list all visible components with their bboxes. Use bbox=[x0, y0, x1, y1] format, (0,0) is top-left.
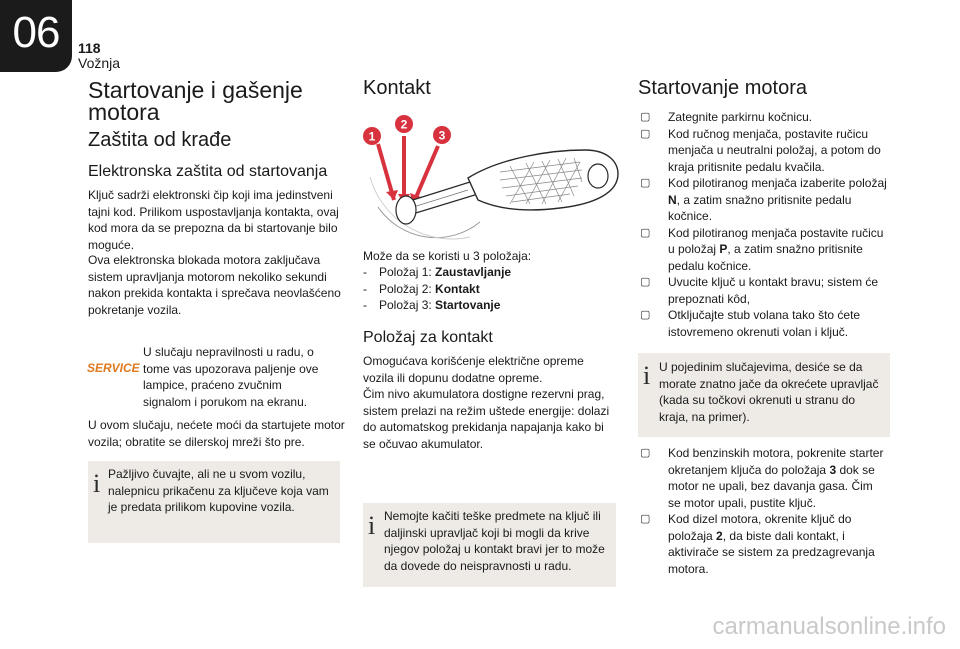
starting-engine-title: Startovanje motora bbox=[638, 77, 807, 99]
ignition-key-illustration: 1 2 3 bbox=[363, 115, 619, 240]
list-item: -Položaj 1: Zaustavljanje bbox=[363, 265, 512, 279]
info-box-keychain: i Nemojte kačiti teške predmete na ključ… bbox=[363, 503, 616, 587]
positions-intro: Može da se koristi u 3 položaja: bbox=[363, 249, 532, 263]
info-box-text: Pažljivo čuvajte, ali ne u svom vozilu, … bbox=[108, 467, 329, 514]
info-box-steering: i U pojedinim slučajevima, desiće se da … bbox=[638, 353, 890, 437]
contact-position-title: Položaj za kontakt bbox=[363, 329, 493, 346]
paragraph-chip: Ključ sadrži elektronski čip koji ima je… bbox=[88, 188, 339, 252]
list-item: ▢Kod ručnog menjača, postavite ručicu me… bbox=[640, 126, 881, 174]
position-3-label: 3 bbox=[439, 129, 446, 143]
list-item: ▢Kod pilotiranog menjača izaberite polož… bbox=[640, 176, 887, 223]
key-ring-hole bbox=[587, 163, 609, 189]
arrow-position-3 bbox=[412, 145, 440, 203]
info-icon: i bbox=[368, 511, 376, 540]
service-warning-text: U slučaju nepravilnosti u radu, o tome v… bbox=[143, 345, 319, 409]
info-box-text: Nemojte kačiti teške predmete na ključ i… bbox=[384, 509, 605, 573]
arrow-head-1 bbox=[386, 190, 398, 200]
subsection-title: Elektronska zaštita od startovanja bbox=[88, 163, 328, 180]
guide-arc-outer bbox=[369, 176, 471, 240]
checkbox-icon: ▢ bbox=[640, 276, 651, 288]
info-box-keytag: i Pažljivo čuvajte, ali ne u svom vozilu… bbox=[88, 461, 340, 543]
start-steps-list: ▢Zategnite parkirnu kočnicu. ▢Kod ručnog… bbox=[638, 109, 888, 340]
section-subtitle: Zaštita od krađe bbox=[88, 129, 232, 151]
list-item: -Položaj 2: Kontakt bbox=[363, 281, 480, 296]
list-item: ▢Uvucite ključ u kontakt bravu; sistem ć… bbox=[640, 275, 879, 306]
checkbox-icon: ▢ bbox=[640, 447, 651, 459]
checkbox-icon: ▢ bbox=[640, 111, 651, 123]
checkbox-icon: ▢ bbox=[640, 309, 651, 321]
paragraph-battery: Čim nivo akumulatora dostigne rezervni p… bbox=[363, 387, 610, 451]
position-1-badge bbox=[363, 127, 381, 145]
watermark: carmanualsonline.info bbox=[712, 613, 946, 640]
checkbox-icon: ▢ bbox=[640, 226, 651, 239]
key-groove bbox=[409, 189, 469, 209]
paragraph-accessories: Omogućava korišćenje električne opreme v… bbox=[363, 354, 584, 385]
list-item: ▢Kod benzinskih motora, pokrenite starte… bbox=[640, 446, 884, 510]
checkbox-icon: ▢ bbox=[640, 513, 651, 525]
list-item: ▢Kod dizel motora, okrenite ključ do pol… bbox=[640, 512, 875, 576]
positions-list: -Položaj 1: Zaustavljanje -Položaj 2: Ko… bbox=[363, 264, 613, 314]
info-icon: i bbox=[643, 361, 651, 390]
list-item: ▢Otključajte stub volana tako što ćete i… bbox=[640, 308, 861, 339]
position-2-label: 2 bbox=[401, 118, 408, 132]
list-item: ▢Kod pilotiranog menjača postavite ručic… bbox=[640, 225, 884, 273]
chapter-number: 06 bbox=[12, 8, 61, 57]
key-head bbox=[467, 149, 619, 211]
list-item: -Položaj 3: Startovanje bbox=[363, 298, 501, 312]
checkbox-icon: ▢ bbox=[640, 127, 651, 140]
list-item: ▢Zategnite parkirnu kočnicu. bbox=[640, 110, 813, 124]
page-title: Startovanje i gašenje motora bbox=[88, 77, 303, 125]
paragraph-immobilizer: Ova elektronska blokada motora zaključav… bbox=[88, 253, 341, 317]
ignition-lock bbox=[395, 195, 417, 225]
position-3-badge bbox=[433, 126, 451, 144]
chapter-tab bbox=[0, 0, 72, 72]
kontakt-title: Kontakt bbox=[363, 77, 431, 99]
section-name: Vožnja bbox=[78, 55, 121, 71]
position-2-badge bbox=[395, 115, 413, 133]
position-1-label: 1 bbox=[369, 130, 376, 144]
checkbox-icon: ▢ bbox=[640, 177, 651, 189]
key-texture bbox=[499, 157, 583, 205]
paragraph-dealer: U ovom slučaju, nećete moći da startujet… bbox=[88, 418, 345, 449]
info-box-text: U pojedinim slučajevima, desiće se da mo… bbox=[659, 360, 879, 424]
arrow-position-1 bbox=[376, 143, 396, 201]
guide-arc bbox=[377, 206, 481, 239]
engine-type-steps-list: ▢Kod benzinskih motora, pokrenite starte… bbox=[638, 445, 888, 577]
service-warning-icon: SERVICE bbox=[87, 361, 140, 375]
info-icon: i bbox=[93, 469, 101, 498]
page-number: 118 bbox=[78, 40, 101, 56]
